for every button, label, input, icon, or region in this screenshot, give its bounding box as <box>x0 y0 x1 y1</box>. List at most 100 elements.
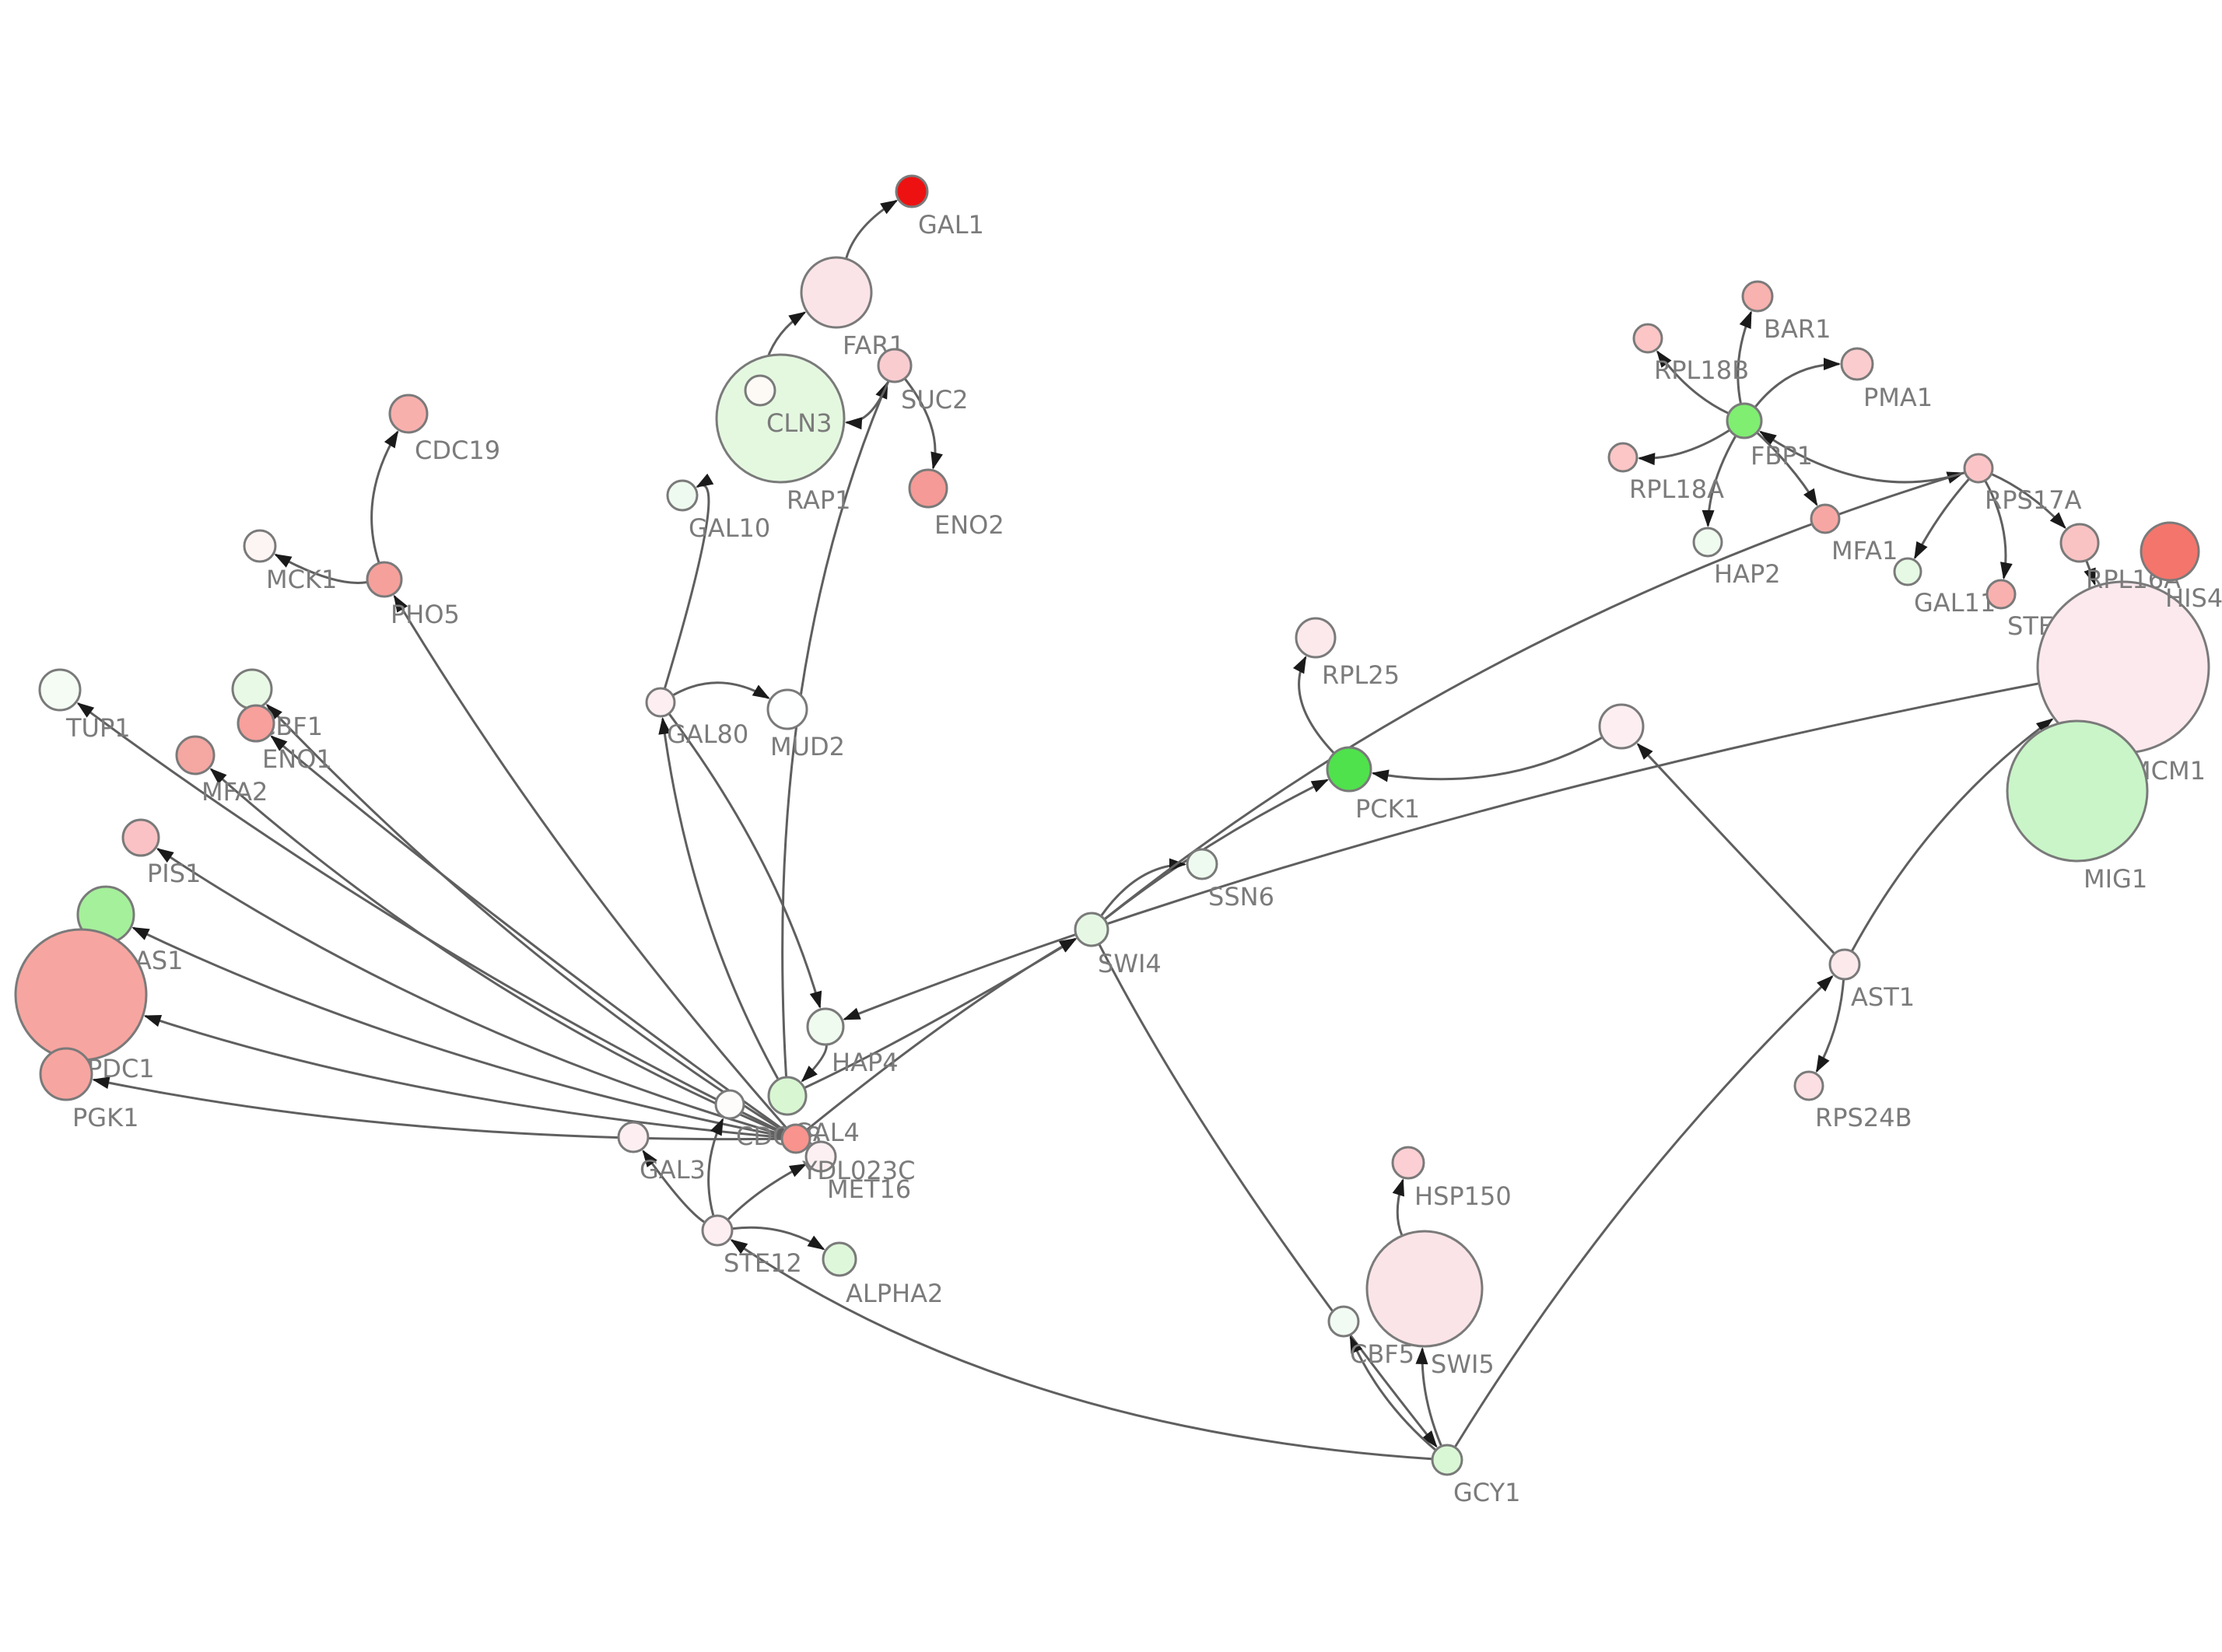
label-TUP1: TUP1 <box>65 713 131 743</box>
label-GAL1: GAL1 <box>918 210 984 240</box>
node-STE12[interactable] <box>701 1214 734 1247</box>
label-HAP4: HAP4 <box>832 1048 899 1077</box>
edge-GCY1-AST1 <box>1454 975 1834 1447</box>
label-PGK1: PGK1 <box>72 1103 138 1132</box>
label-MFA1: MFA1 <box>1831 536 1898 565</box>
node-GCY1[interactable] <box>1431 1444 1463 1476</box>
label-MIG1: MIG1 <box>2084 864 2147 894</box>
edge-YDL023C-PDC1 <box>143 1014 782 1139</box>
label-MUD2: MUD2 <box>770 732 845 761</box>
node-GAL80[interactable] <box>645 687 676 718</box>
edge-YDL023C-SWI4 <box>806 937 1077 1131</box>
edge-GCY1-CBF5 <box>1349 1335 1436 1451</box>
node-GAL1[interactable] <box>895 174 929 208</box>
node-CDC19[interactable] <box>388 394 429 434</box>
label-ENO2: ENO2 <box>934 510 1004 540</box>
edge-YDL023C-PIS1 <box>156 848 783 1136</box>
node-CBF1[interactable] <box>231 668 273 710</box>
node-TUP1[interactable] <box>38 668 82 712</box>
node-RPS17A[interactable] <box>1963 453 1994 484</box>
edge-YDL023C-RAS1 <box>131 926 782 1137</box>
label-MCK1: MCK1 <box>266 565 337 594</box>
node-GAL11[interactable] <box>1893 557 1922 586</box>
node-PDC1[interactable] <box>14 928 148 1062</box>
node-RPL25[interactable] <box>1295 617 1337 659</box>
node-GAL10[interactable] <box>666 479 699 512</box>
node-BAR1[interactable] <box>1741 280 1774 313</box>
node-MIG1[interactable] <box>2006 719 2149 863</box>
label-HAP2: HAP2 <box>1714 559 1781 589</box>
edge-STE12-CDC28 <box>707 1118 724 1216</box>
label-BAR1: BAR1 <box>1764 314 1831 344</box>
label-SWI4: SWI4 <box>1098 949 1162 978</box>
node-SWI4[interactable] <box>1074 912 1109 947</box>
node-PHO5[interactable] <box>366 561 403 598</box>
node-ENO1[interactable] <box>237 704 275 743</box>
edge-SWI5-HSP150 <box>1392 1178 1404 1236</box>
edge-FBP1-BAR1 <box>1737 310 1753 404</box>
node-RPL16A[interactable] <box>2059 523 2100 563</box>
node-YDL023C[interactable] <box>780 1123 811 1154</box>
node-SWI5[interactable] <box>1365 1230 1484 1348</box>
node-ENO2[interactable] <box>908 468 948 509</box>
node-AST1[interactable] <box>1828 948 1861 981</box>
edge-FBP1-RPL18A <box>1638 429 1730 466</box>
label-CLN3: CLN3 <box>766 408 832 438</box>
node-RPL18A[interactable] <box>1607 442 1638 473</box>
label-MFA2: MFA2 <box>202 777 268 807</box>
node-HSP150[interactable] <box>1391 1146 1425 1180</box>
edge-FBP1-MFA1 <box>1756 432 1818 506</box>
label-PHO5: PHO5 <box>391 600 460 629</box>
edge-RPS17A-RPL16A <box>1991 473 2066 529</box>
node-MFA2[interactable] <box>175 735 216 775</box>
edge-RPL16A-MCM1 <box>2084 560 2096 586</box>
node-SSN6[interactable] <box>1186 848 1218 880</box>
node-RPS24B[interactable] <box>1793 1070 1824 1101</box>
node-CBF5[interactable] <box>1327 1305 1360 1338</box>
edge-RPS17A-FBP1 <box>1759 430 1965 484</box>
node-HIS4[interactable] <box>2140 521 2200 582</box>
node-ALPHA2[interactable] <box>822 1241 857 1277</box>
edge-SUC2-ENO2 <box>904 378 943 470</box>
node-PMA1[interactable] <box>1840 347 1874 381</box>
node-MUD2[interactable] <box>766 688 808 730</box>
node-CDC28[interactable] <box>714 1089 745 1120</box>
edge-FBP1-RPL18B <box>1656 350 1729 415</box>
edge-AST1-NODE_X <box>1636 743 1835 954</box>
node-PIS1[interactable] <box>121 818 160 857</box>
node-MET16[interactable] <box>804 1140 837 1173</box>
node-STE2[interactable] <box>1985 579 2017 610</box>
node-CLN3[interactable] <box>744 374 776 407</box>
label-RPS24B: RPS24B <box>1815 1103 1912 1132</box>
edge-RPS17A-GAL11 <box>1913 478 1970 560</box>
node-PCK1[interactable] <box>1326 746 1372 793</box>
node-GAL3[interactable] <box>617 1121 650 1153</box>
node-RPL18B[interactable] <box>1632 323 1663 354</box>
label-RPL18A: RPL18A <box>1629 474 1724 504</box>
node-GAL4[interactable] <box>767 1076 808 1116</box>
edge-GAL80-HAP4 <box>668 713 822 1009</box>
edge-FBP1-HAP2 <box>1702 436 1737 527</box>
label-PCK1: PCK1 <box>1355 794 1420 824</box>
label-GAL11: GAL11 <box>1914 588 1996 618</box>
node-MFA1[interactable] <box>1810 503 1841 534</box>
node-HAP2[interactable] <box>1692 527 1723 558</box>
node-MCK1[interactable] <box>243 529 277 563</box>
label-YDL023C: YDL023C <box>801 1156 915 1185</box>
node-FBP1[interactable] <box>1726 402 1763 439</box>
node-SUC2[interactable] <box>877 348 913 383</box>
node-NODE_X[interactable] <box>1598 703 1645 750</box>
label-HIS4: HIS4 <box>2165 583 2222 613</box>
label-GCY1: GCY1 <box>1453 1478 1520 1507</box>
node-FAR1[interactable] <box>800 256 873 329</box>
node-HAP4[interactable] <box>806 1007 845 1046</box>
edge-NODE_X-PCK1 <box>1371 737 1603 782</box>
label-MET16: MET16 <box>827 1174 911 1204</box>
label-RPL25: RPL25 <box>1322 660 1400 690</box>
node-PGK1[interactable] <box>39 1047 93 1101</box>
label-GAL10: GAL10 <box>689 513 770 543</box>
edge-AST1-MCM1 <box>1851 718 2054 952</box>
label-GAL3: GAL3 <box>640 1155 706 1185</box>
